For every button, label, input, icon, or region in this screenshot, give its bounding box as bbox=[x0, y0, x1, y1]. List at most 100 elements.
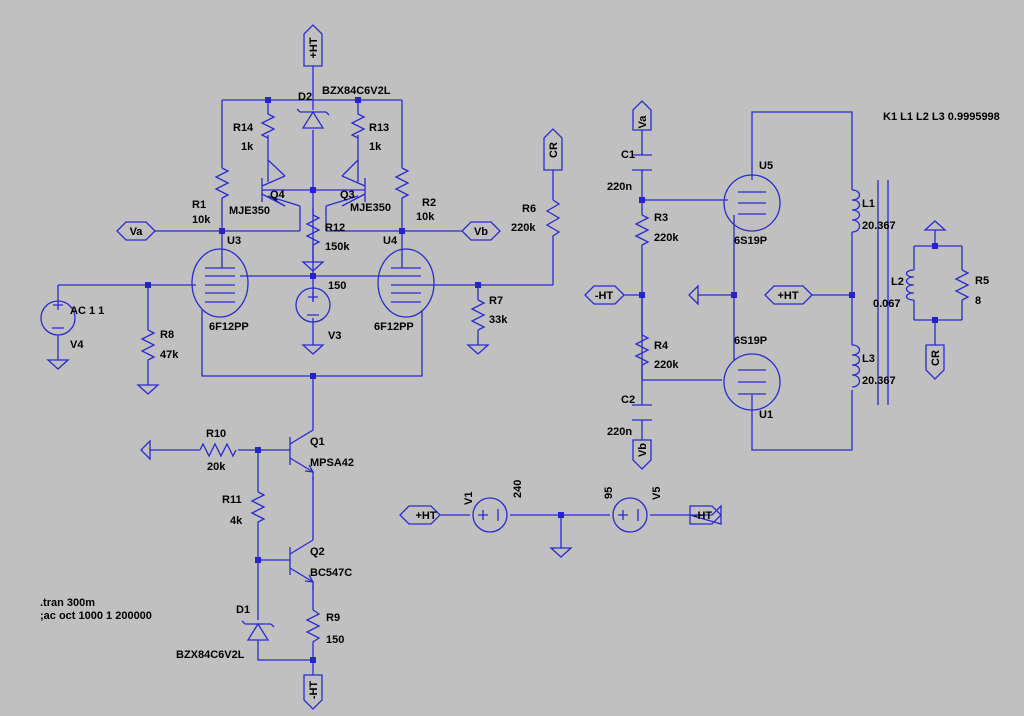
junction-dots bbox=[145, 97, 938, 663]
capacitor-c2[interactable] bbox=[632, 404, 652, 421]
label-u1-value: 6S19P bbox=[734, 335, 767, 347]
tube-u3[interactable] bbox=[191, 248, 249, 318]
label-r12-value: 150k bbox=[325, 241, 350, 253]
label-r7-value: 33k bbox=[489, 314, 508, 326]
source-v4[interactable] bbox=[40, 300, 76, 336]
label-r13-value: 1k bbox=[369, 141, 382, 153]
label-q2-name: Q2 bbox=[310, 546, 325, 558]
net-flag-cr-right[interactable]: CR bbox=[925, 344, 945, 380]
resistor-r2[interactable] bbox=[394, 167, 410, 199]
label-q3-value: MJE350 bbox=[350, 202, 391, 214]
label-r3-value: 220k bbox=[654, 232, 679, 244]
label-r9-name: R9 bbox=[326, 612, 340, 624]
net-flag-vb-left[interactable]: Vb bbox=[461, 221, 501, 241]
label-r1-name: R1 bbox=[192, 199, 206, 211]
net-flag-ht-top[interactable]: +HT bbox=[303, 24, 323, 67]
directive-kcoupling: K1 L1 L2 L3 0.9995998 bbox=[883, 111, 1000, 123]
resistor-r3[interactable] bbox=[634, 214, 650, 247]
label-q4-name: Q4 bbox=[270, 189, 286, 201]
zener-d2[interactable] bbox=[296, 108, 330, 129]
label-r6-value: 220k bbox=[511, 222, 536, 234]
label-c1-name: C1 bbox=[621, 149, 635, 161]
tube-u5[interactable] bbox=[723, 174, 781, 232]
ground-symbols bbox=[46, 220, 947, 558]
svg-text:CR: CR bbox=[548, 142, 560, 158]
component-labels: D2 BZX84C6V2L R14 1k R13 1k Q4 MJE350 Q3… bbox=[40, 85, 1000, 661]
tube-u4[interactable] bbox=[377, 248, 435, 318]
net-flag-va-right[interactable]: Va bbox=[632, 100, 652, 131]
resistor-r7[interactable] bbox=[470, 299, 486, 331]
label-u5-name: U5 bbox=[759, 160, 773, 172]
label-r14-value: 1k bbox=[241, 141, 254, 153]
resistor-r4[interactable] bbox=[634, 334, 650, 379]
label-r11-value: 4k bbox=[230, 515, 243, 527]
label-r6-name: R6 bbox=[522, 203, 536, 215]
net-flag-va-left[interactable]: Va bbox=[116, 221, 156, 241]
capacitor-c1[interactable] bbox=[632, 153, 652, 172]
label-r12-name: R12 bbox=[325, 222, 345, 234]
directive-tran: .tran 300m bbox=[40, 597, 95, 609]
net-flag-ht-pos-v1[interactable]: +HT bbox=[399, 505, 441, 525]
resistor-r10[interactable] bbox=[199, 442, 237, 458]
resistor-r11[interactable] bbox=[250, 491, 266, 530]
label-r8-value: 47k bbox=[160, 349, 179, 361]
net-flag-vb-right[interactable]: Vb bbox=[632, 439, 652, 470]
label-c2-name: C2 bbox=[621, 394, 635, 406]
transistor-q4[interactable] bbox=[261, 159, 286, 207]
label-q3-name: Q3 bbox=[340, 189, 355, 201]
label-q4-value: MJE350 bbox=[229, 205, 270, 217]
net-flag-ht-neg-right[interactable]: -HT bbox=[584, 285, 625, 305]
svg-text:-HT: -HT bbox=[595, 290, 614, 302]
transistor-q3[interactable] bbox=[341, 159, 366, 207]
label-q1-name: Q1 bbox=[310, 436, 325, 448]
transistor-q1[interactable] bbox=[289, 420, 315, 480]
label-v4-name: V4 bbox=[70, 339, 84, 351]
label-v5-name: V5 bbox=[651, 487, 663, 500]
svg-text:Vb: Vb bbox=[474, 226, 488, 238]
label-r7-name: R7 bbox=[489, 295, 503, 307]
resistor-r12[interactable] bbox=[305, 214, 321, 248]
label-v3-value: 150 bbox=[328, 280, 346, 292]
resistor-r6[interactable] bbox=[545, 199, 561, 240]
label-u4-name: U4 bbox=[383, 235, 398, 247]
net-flag-ht-neg-v5[interactable]: -HT bbox=[689, 504, 722, 525]
label-u3-name: U3 bbox=[227, 235, 241, 247]
label-v1-value: 240 bbox=[512, 480, 524, 498]
source-v1[interactable] bbox=[472, 497, 508, 533]
label-r2-value: 10k bbox=[416, 211, 435, 223]
resistor-r9[interactable] bbox=[305, 609, 321, 655]
label-r10-value: 20k bbox=[207, 461, 226, 473]
directive-ac: ;ac oct 1000 1 200000 bbox=[40, 610, 152, 622]
resistor-r14[interactable] bbox=[260, 110, 276, 139]
label-d1-name: D1 bbox=[236, 604, 250, 616]
svg-text:+HT: +HT bbox=[415, 510, 436, 522]
label-u5-value: 6S19P bbox=[734, 235, 767, 247]
zener-d1[interactable] bbox=[241, 620, 275, 641]
label-r5-value: 8 bbox=[975, 295, 981, 307]
inductor-l1[interactable] bbox=[851, 189, 861, 233]
label-l2-name: L2 bbox=[891, 276, 904, 288]
resistor-r8[interactable] bbox=[140, 329, 156, 365]
svg-text:Vb: Vb bbox=[637, 443, 649, 457]
label-r11-name: R11 bbox=[222, 494, 242, 506]
resistor-r13[interactable] bbox=[350, 110, 366, 139]
label-r8-name: R8 bbox=[160, 329, 174, 341]
net-flag-ht-pos-right[interactable]: +HT bbox=[764, 285, 813, 305]
source-v5[interactable] bbox=[612, 497, 648, 533]
svg-text:CR: CR bbox=[930, 350, 942, 366]
label-r4-name: R4 bbox=[654, 340, 669, 352]
transistor-q2[interactable] bbox=[289, 539, 315, 590]
source-v3[interactable] bbox=[295, 287, 331, 323]
inductor-l2[interactable] bbox=[905, 269, 915, 301]
resistor-r1[interactable] bbox=[214, 167, 230, 199]
label-l2-value: 0.067 bbox=[873, 298, 901, 310]
tube-u1[interactable] bbox=[723, 353, 781, 411]
label-u4-value: 6F12PP bbox=[374, 321, 414, 333]
net-flag-ht-neg-bottom[interactable]: -HT bbox=[303, 674, 323, 710]
svg-text:Va: Va bbox=[637, 115, 649, 129]
net-flag-cr-r6[interactable]: CR bbox=[543, 128, 563, 171]
inductor-l3[interactable] bbox=[851, 344, 861, 388]
resistor-r5[interactable] bbox=[954, 269, 970, 301]
label-v4-value: AC 1 1 bbox=[70, 305, 104, 317]
label-c2-value: 220n bbox=[607, 426, 632, 438]
